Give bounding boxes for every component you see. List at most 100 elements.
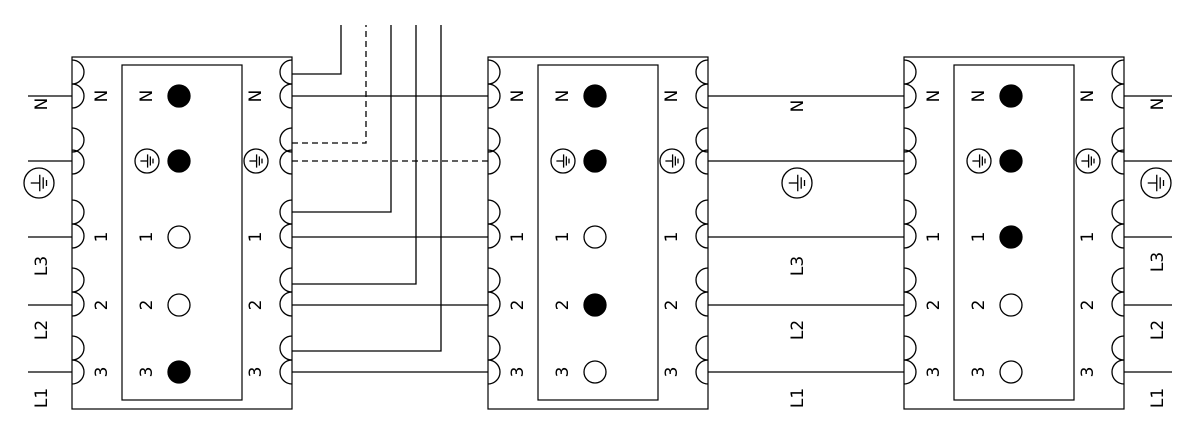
protective-earth-icon [781, 167, 813, 199]
terminal-clip [695, 127, 709, 153]
terminal-clip [487, 291, 501, 317]
protective-earth-icon [966, 148, 992, 174]
terminal-clip [695, 199, 709, 225]
terminal-label-right: 3 [246, 367, 266, 378]
terminal-clip [71, 83, 85, 109]
line-label-l3-mid: L3 [788, 256, 808, 276]
empty-terminal-dot [999, 360, 1023, 384]
terminal-label-inner: 1 [969, 232, 989, 243]
line-label-l2-right: L2 [1148, 320, 1168, 340]
terminal-clip [1111, 359, 1125, 385]
terminal-clip [1111, 59, 1125, 85]
terminal-label-right: N [1078, 90, 1098, 103]
terminal-label-right: 1 [246, 232, 266, 243]
terminal-label-left: N [92, 90, 112, 103]
terminal-label-left: 2 [508, 300, 528, 311]
terminal-clip [903, 149, 917, 175]
terminal-label-right: 1 [662, 232, 682, 243]
terminal-label-left: 3 [508, 367, 528, 378]
terminal-label-inner: N [969, 90, 989, 103]
terminal-clip [903, 199, 917, 225]
terminal-clip [487, 267, 501, 293]
line-label-l2-mid: L2 [788, 320, 808, 340]
terminal-clip [1111, 83, 1125, 109]
protective-earth-icon [134, 148, 160, 174]
filled-terminal-dot [999, 149, 1023, 173]
wire-top-3-branch [292, 25, 442, 352]
empty-terminal-dot [999, 293, 1023, 317]
terminal-clip [487, 335, 501, 361]
terminal-clip [279, 149, 293, 175]
terminal-clip [487, 223, 501, 249]
line-label-l3: L3 [32, 256, 52, 276]
terminal-clip [71, 199, 85, 225]
terminal-clip [487, 149, 501, 175]
filled-terminal-dot [583, 84, 607, 108]
terminal-clip [279, 127, 293, 153]
terminal-label-inner: 2 [137, 300, 157, 311]
protective-earth-icon [23, 167, 55, 199]
earth-icon-ring [1140, 167, 1172, 199]
filled-terminal-dot [583, 149, 607, 173]
terminal-clip [903, 59, 917, 85]
terminal-clip [1111, 291, 1125, 317]
earth-icon-ring [23, 167, 55, 199]
terminal-label-inner: N [137, 90, 157, 103]
terminal-clip [71, 59, 85, 85]
terminal-label-inner: 3 [553, 367, 573, 378]
terminal-clip [695, 359, 709, 385]
terminal-label-right: 3 [662, 367, 682, 378]
terminal-clip [1111, 149, 1125, 175]
module-outer-frame [487, 56, 709, 410]
terminal-label-left: 1 [924, 232, 944, 243]
empty-terminal-dot [583, 360, 607, 384]
line-label-l1: L1 [32, 388, 52, 408]
terminal-clip [487, 359, 501, 385]
terminal-label-left: 2 [924, 300, 944, 311]
protective-earth-icon [1075, 148, 1101, 174]
terminal-label-inner: 3 [969, 367, 989, 378]
earth-icon-ring [243, 148, 269, 174]
terminal-label-left: N [508, 90, 528, 103]
terminal-clip [695, 291, 709, 317]
terminal-label-left: 3 [92, 367, 112, 378]
terminal-label-inner: 1 [553, 232, 573, 243]
line-label-l3-right: L3 [1148, 252, 1168, 272]
wire-top-pe-branch [292, 25, 367, 144]
terminal-clip [903, 359, 917, 385]
terminal-clip [71, 291, 85, 317]
empty-terminal-dot [583, 225, 607, 249]
filled-terminal-dot [999, 225, 1023, 249]
terminal-clip [487, 127, 501, 153]
terminal-label-inner: 3 [137, 367, 157, 378]
terminal-clip [487, 199, 501, 225]
earth-icon-ring [134, 148, 160, 174]
terminal-clip [903, 127, 917, 153]
protective-earth-icon [1140, 167, 1172, 199]
terminal-clip [71, 149, 85, 175]
empty-terminal-dot [167, 225, 191, 249]
terminal-clip [279, 291, 293, 317]
terminal-label-left: 1 [508, 232, 528, 243]
terminal-clip [1111, 127, 1125, 153]
terminal-clip [903, 223, 917, 249]
terminal-label-right: 2 [1078, 300, 1098, 311]
terminal-clip [279, 83, 293, 109]
earth-icon-ring [1075, 148, 1101, 174]
line-label-n-mid: N [788, 100, 808, 113]
terminal-label-right: N [246, 90, 266, 103]
terminal-clip [695, 223, 709, 249]
terminal-clip [71, 359, 85, 385]
terminal-clip [71, 267, 85, 293]
terminal-clip [695, 267, 709, 293]
terminal-label-right: 2 [246, 300, 266, 311]
line-label-l1-right: L1 [1148, 388, 1168, 408]
terminal-label-inner: N [553, 90, 573, 103]
protective-earth-icon [550, 148, 576, 174]
line-label-l2: L2 [32, 320, 52, 340]
terminal-clip [1111, 267, 1125, 293]
